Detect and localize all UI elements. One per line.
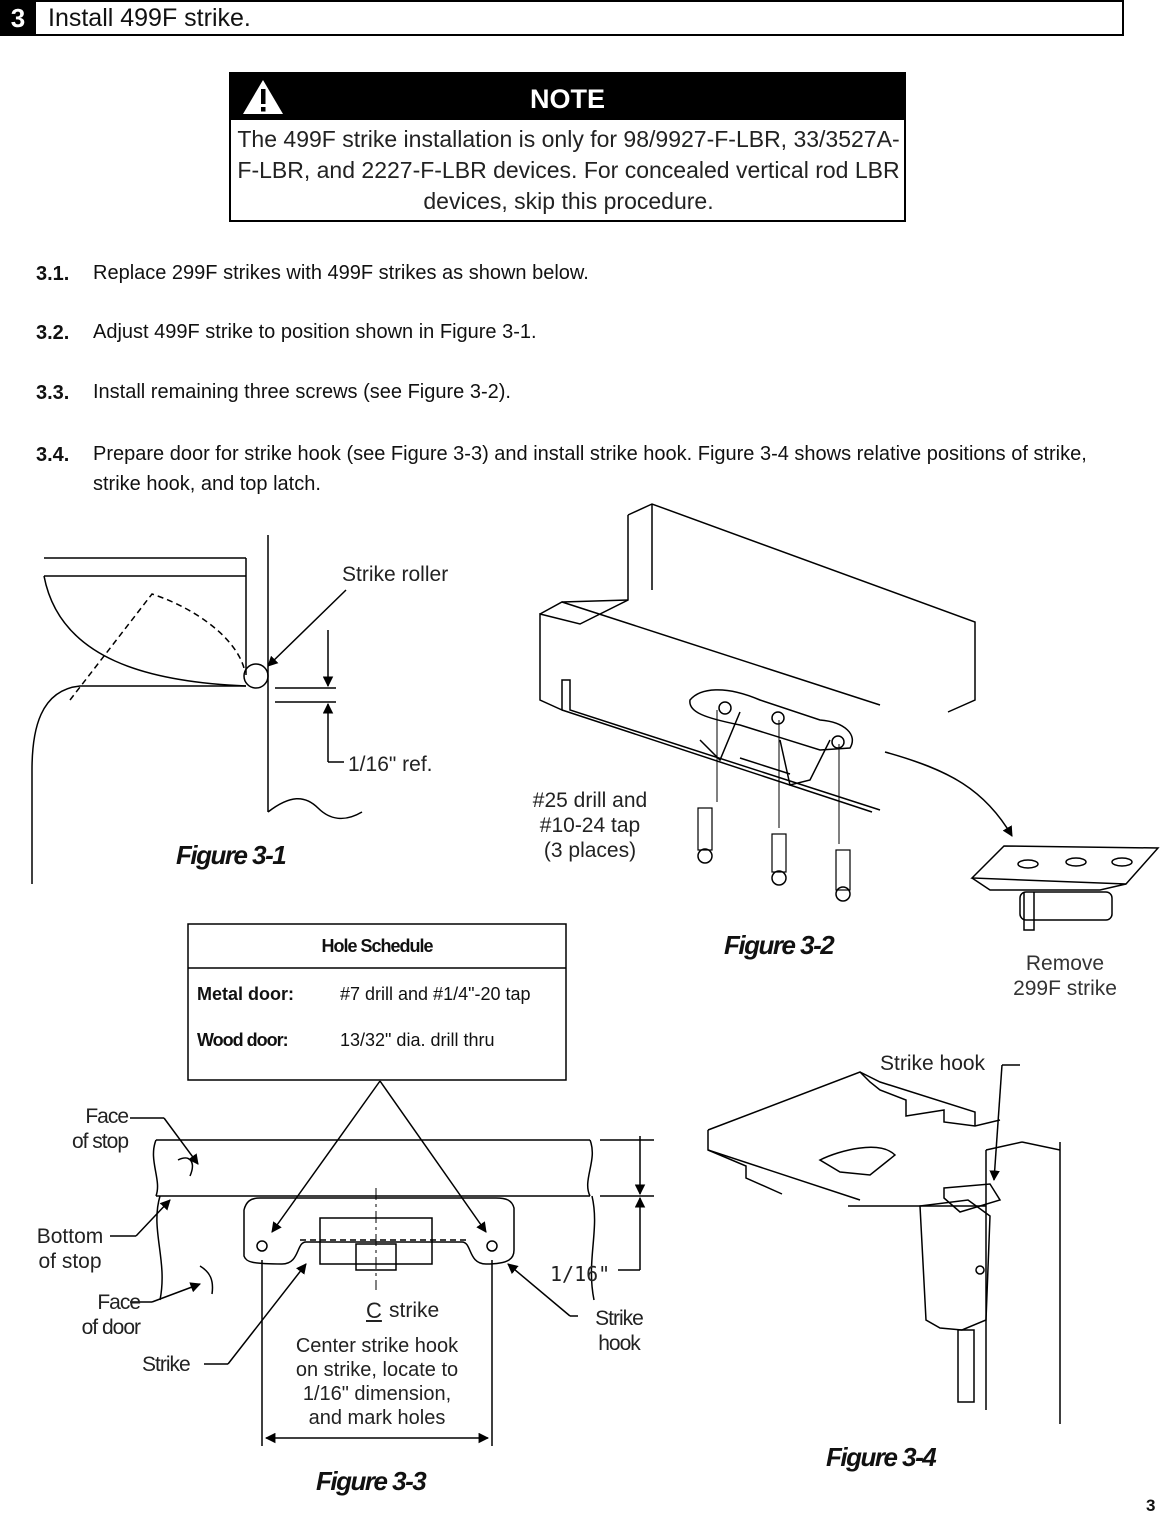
section-title: Install 499F strike. — [48, 4, 251, 32]
remove-strike-label: Remove 299F strike — [1013, 952, 1117, 1000]
instruction-label: Center strike hook on strike, locate to … — [295, 1335, 459, 1429]
hole-schedule-title: Hole Schedule — [321, 936, 433, 956]
step-text: Adjust 499F strike to position shown in … — [93, 321, 537, 343]
step-number: 3.1. — [36, 263, 70, 285]
step-number: 3.4. — [36, 444, 70, 466]
note-body: The 499F strike installation is only for… — [237, 126, 900, 214]
figure-caption: Figure 3-1 — [176, 840, 287, 870]
schedule-label: Metal door: — [197, 984, 294, 1004]
note-box: NOTE The 499F strike installation is onl… — [229, 72, 906, 222]
centerline-symbol: C — [366, 1298, 382, 1323]
note-title: NOTE — [529, 84, 605, 114]
face-of-door-label: Face of door — [81, 1291, 141, 1339]
section-number: 3 — [0, 0, 36, 36]
step-text: Install remaining three screws (see Figu… — [93, 381, 511, 403]
bottom-of-stop-label: Bottom of stop — [36, 1225, 104, 1273]
figure-3-3-drawing — [110, 923, 654, 1446]
page-number: 3 — [1146, 1496, 1156, 1515]
step-text: Replace 299F strikes with 499F strikes a… — [93, 262, 589, 284]
step-text: Prepare door for strike hook (see Figure… — [93, 443, 1087, 495]
face-of-stop-label: Face of stop — [71, 1105, 129, 1153]
step-number: 3.3. — [36, 382, 70, 404]
strike-roller-label: Strike roller — [342, 563, 449, 586]
figure-caption: Figure 3-2 — [724, 930, 835, 960]
strike-label: Strike — [142, 1353, 191, 1376]
dimension-label: 1/16" ref. — [348, 753, 433, 776]
note-title-bar — [231, 74, 904, 120]
figure-3-1-drawing — [31, 535, 363, 884]
dimension-label: 1/16" — [550, 1262, 611, 1286]
strike-hook-label: Strike hook — [880, 1052, 986, 1075]
centerline-strike-label: strike — [389, 1299, 440, 1322]
drill-label: #25 drill and #10-24 tap (3 places) — [532, 789, 648, 862]
figure-caption: Figure 3-4 — [826, 1442, 937, 1472]
schedule-value: #7 drill and #1/4"-20 tap — [340, 984, 531, 1004]
figure-caption: Figure 3-3 — [316, 1466, 427, 1496]
schedule-value: 13/32" dia. drill thru — [340, 1030, 495, 1050]
figure-3-2-drawing — [539, 503, 1160, 931]
figure-3-4-drawing — [707, 1064, 1061, 1424]
step-number: 3.2. — [36, 322, 70, 344]
schedule-label: Wood door: — [197, 1030, 289, 1050]
warning-icon — [243, 80, 283, 114]
strike-hook-label: Strike hook — [595, 1307, 644, 1355]
